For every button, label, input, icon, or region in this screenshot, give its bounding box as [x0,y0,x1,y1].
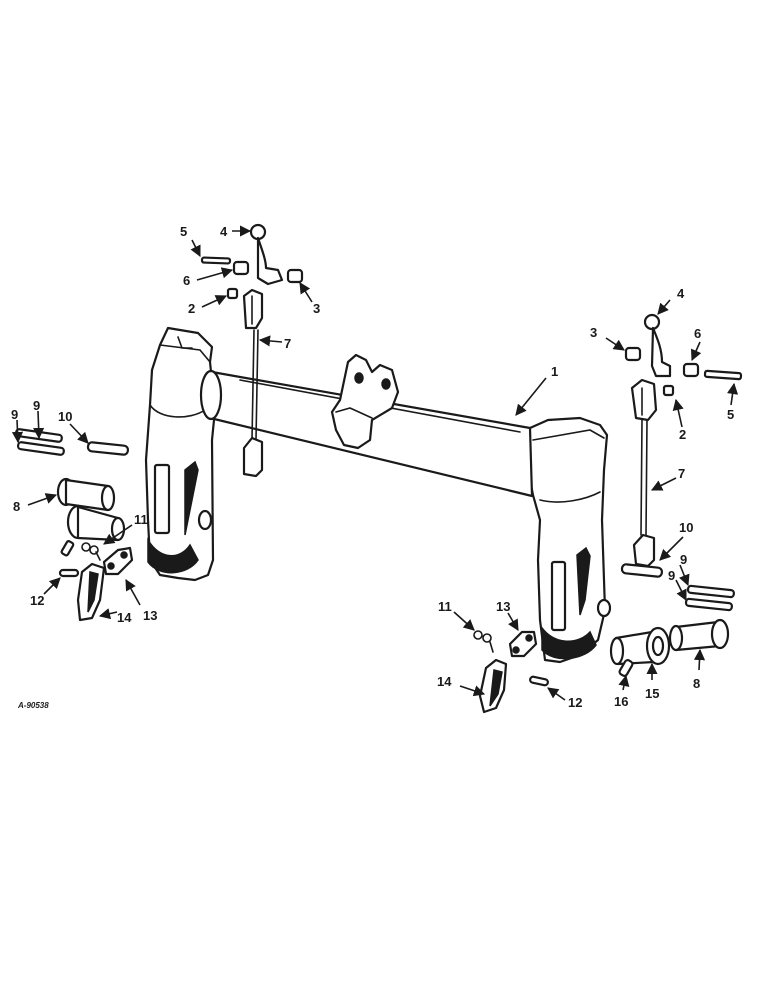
lever-4-right [650,326,672,378]
callout-labels: 1 5 4 6 3 2 7 4 3 6 5 2 7 9 9 10 8 11 12… [11,224,734,710]
callout-5: 5 [180,224,187,239]
left-latch-linkage [200,223,304,478]
callout-16: 16 [614,694,628,709]
callout-12: 12 [568,695,582,710]
callout-10: 10 [679,520,693,535]
lever-4-left [256,236,284,286]
pin-2-left [226,287,239,300]
callout-15: 15 [645,686,659,701]
pin-5-right [703,369,743,381]
right-arm-slot [550,560,567,632]
callout-14: 14 [117,610,132,625]
callout-12: 12 [30,593,44,608]
center-bracket [330,353,400,450]
pin-5-left [200,256,232,265]
callout-10: 10 [58,409,72,424]
callout-3: 3 [590,325,597,340]
left-loose-parts [14,428,134,622]
right-arm [526,416,609,664]
latch-plate-left [242,288,264,330]
right-latch-linkage [624,313,743,568]
callout-6: 6 [183,273,190,288]
callout-13: 13 [143,608,157,623]
pin-12-left [58,568,80,578]
link-13-left [102,546,134,576]
pin-9-left-b [16,441,65,456]
callout-3: 3 [313,301,320,316]
bushing-3-right [624,346,642,362]
callout-9: 9 [33,398,40,413]
callout-7: 7 [678,466,685,481]
pin-2-right [662,384,675,397]
callout-5: 5 [727,407,734,422]
callout-1: 1 [551,364,558,379]
callout-4: 4 [677,286,685,301]
callout-9: 9 [11,407,18,422]
rod-end-right [632,533,656,568]
callout-2: 2 [188,301,195,316]
pin-16-left [60,540,75,557]
callout-13: 13 [496,599,510,614]
leader-lines [11,225,739,701]
knob-4-right [643,313,661,331]
right-loose-parts [473,563,735,714]
callout-8: 8 [13,499,20,514]
left-arm [144,326,217,582]
drawing-reference: A-90538 [17,701,49,710]
pin-9-right-a [686,584,735,599]
callout-7: 7 [284,336,291,351]
callout-8: 8 [693,676,700,691]
pin-10-right [620,563,664,578]
pivot-8-right-flange [710,618,730,650]
callout-14: 14 [437,674,452,689]
callout-9: 9 [668,568,675,583]
pin-12-right [529,675,549,687]
bushing-6-left [232,260,250,276]
latch-plate-right [630,378,658,422]
rod-end-left [242,436,264,478]
pin-10-left [86,441,130,456]
callout-4: 4 [220,224,228,239]
callout-11: 11 [438,599,452,614]
left-arm-slot [153,463,171,535]
callout-11: 11 [134,512,148,527]
crossbar-assembly [144,326,612,664]
pin-9-right-b [684,597,733,612]
bushing-6-right [682,362,700,378]
callout-2: 2 [679,427,686,442]
bushing-3-left [286,268,304,284]
callout-9: 9 [680,552,687,567]
callout-6: 6 [694,326,701,341]
